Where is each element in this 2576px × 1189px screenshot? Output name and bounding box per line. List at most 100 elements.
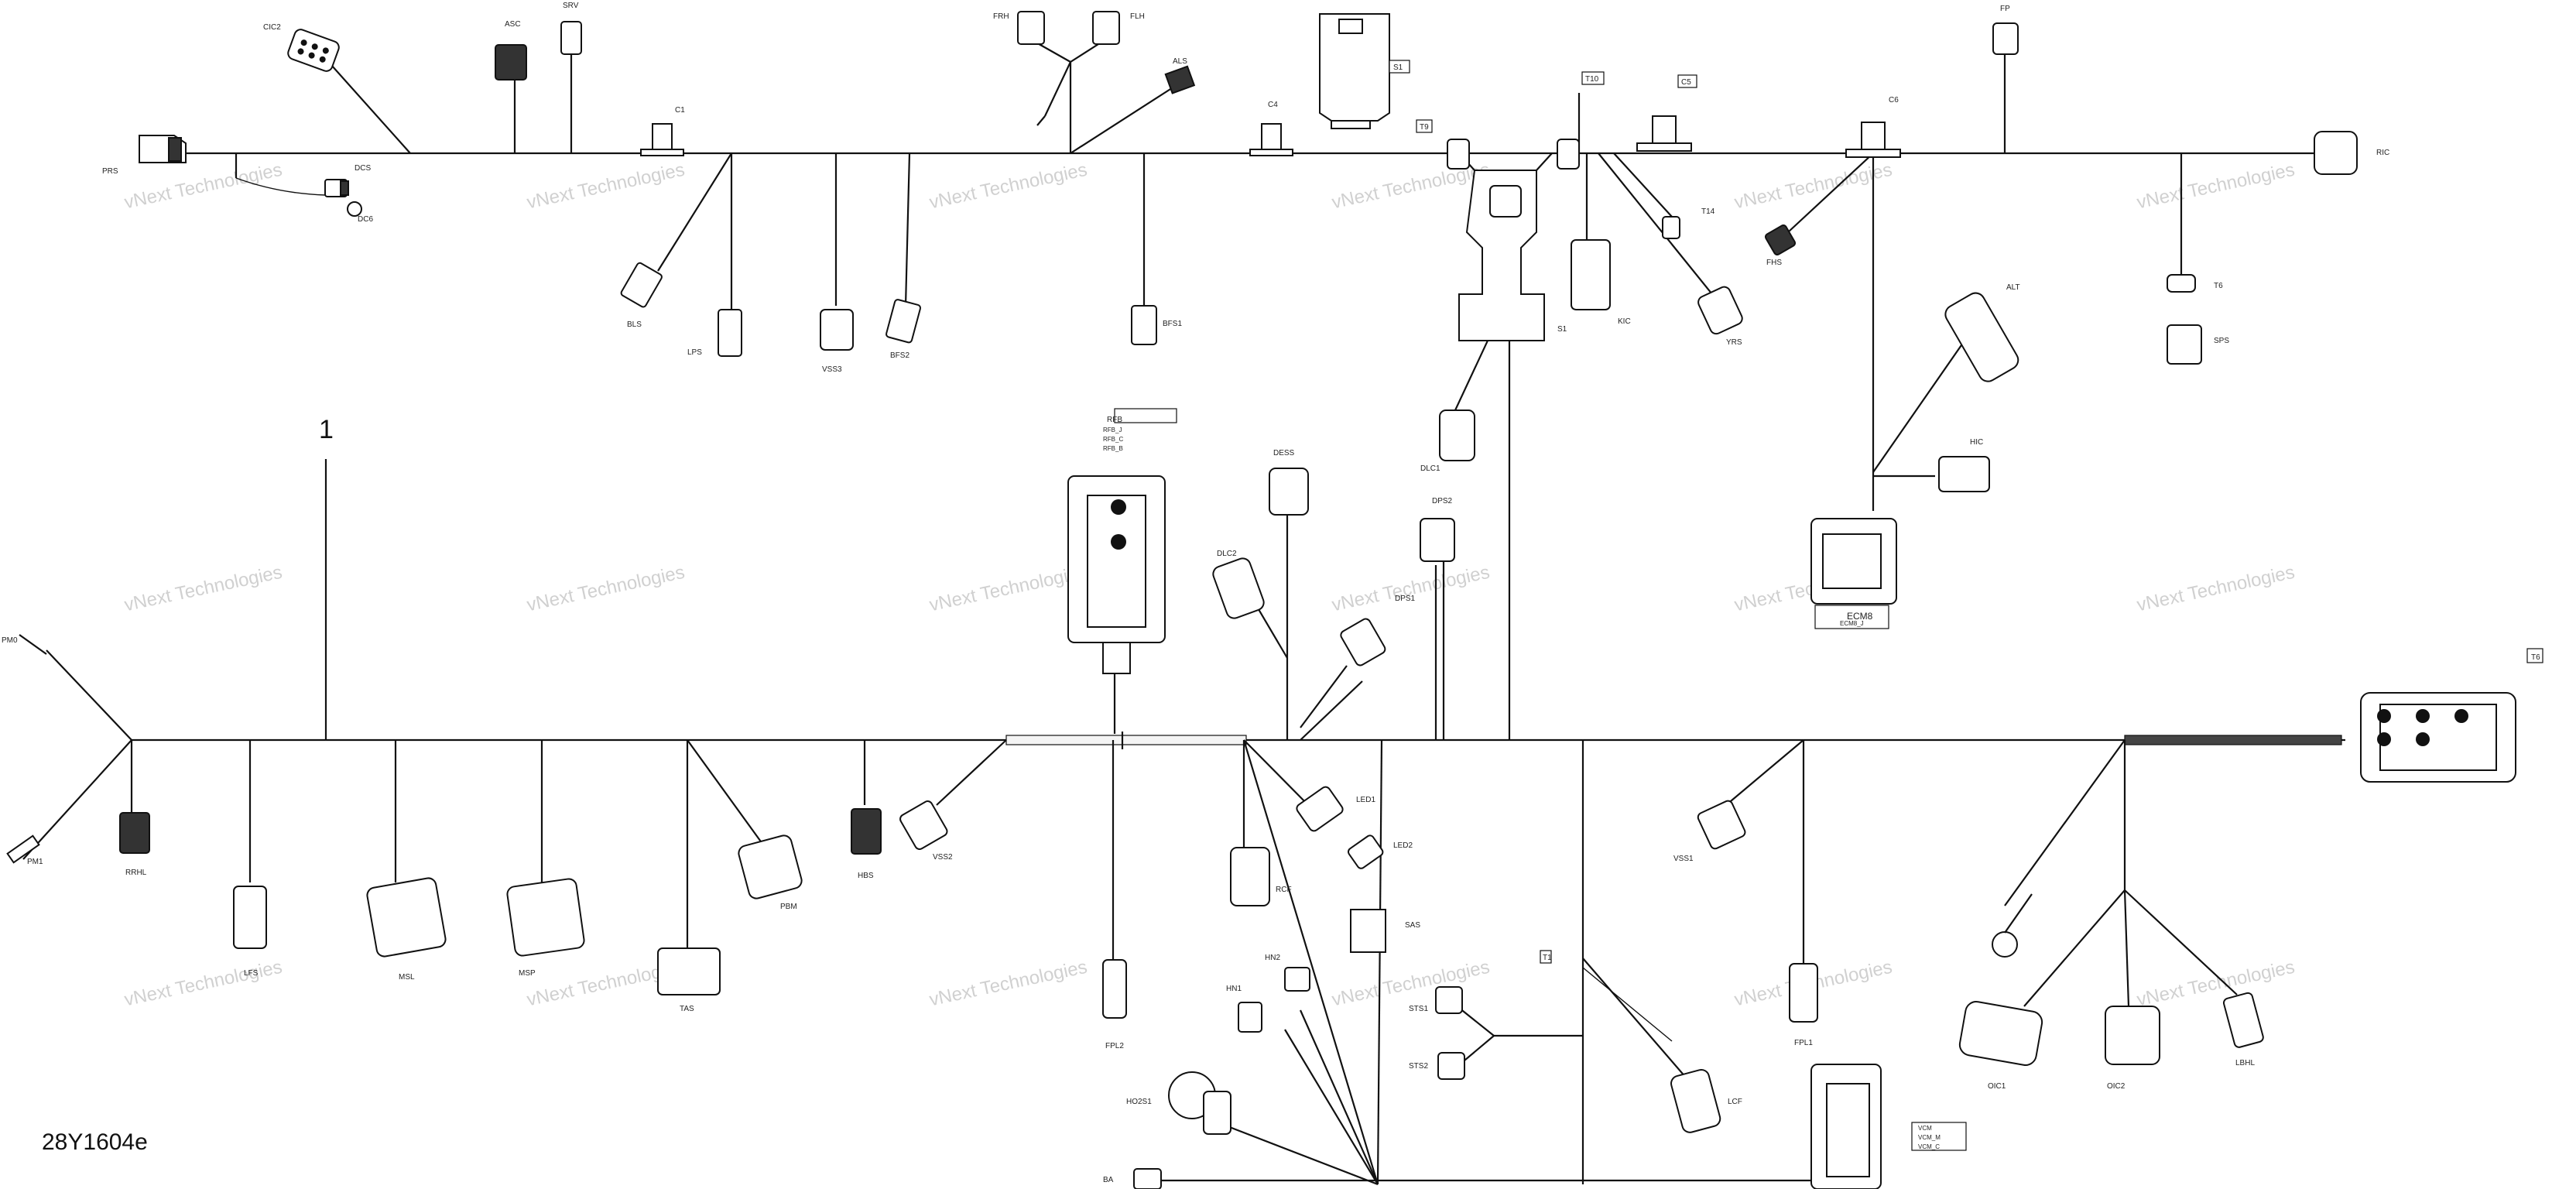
connector-HN2[interactable]	[1284, 967, 1310, 992]
probe-PM1[interactable]	[6, 834, 40, 864]
connector-T6[interactable]	[2167, 274, 2196, 293]
connector-LED1[interactable]	[1295, 785, 1345, 832]
label-DPS1: DPS1	[1395, 594, 1416, 603]
connector-KIC[interactable]	[1571, 239, 1611, 310]
connector-LBHL[interactable]	[2222, 992, 2265, 1049]
connector-OIC2[interactable]	[2105, 1006, 2160, 1065]
label-RFB-J: RFB_J	[1103, 427, 1122, 433]
connector-VSS1[interactable]	[1697, 800, 1747, 851]
connector-HBS[interactable]	[851, 808, 882, 855]
component-ECM8[interactable]	[1810, 518, 1897, 605]
connector-STS2[interactable]	[1437, 1052, 1465, 1080]
label-box	[1540, 950, 1552, 964]
connector-BFS2[interactable]	[886, 299, 922, 344]
connector-DPS2[interactable]	[1420, 518, 1455, 562]
connector-TAS[interactable]	[657, 947, 721, 995]
connector-FLH[interactable]	[1092, 11, 1120, 45]
connector-HN1[interactable]	[1238, 1002, 1262, 1033]
connector-STS1[interactable]	[1435, 986, 1463, 1014]
connector-DPS1[interactable]	[1339, 617, 1386, 666]
connector-T10[interactable]	[1557, 139, 1580, 170]
connector-HIC[interactable]	[1938, 456, 1990, 492]
watermark: vNext Technologies	[2135, 957, 2297, 1011]
watermark: vNext Technologies	[1330, 562, 1492, 616]
label-FRH: FRH	[993, 12, 1009, 21]
probe-PM0[interactable]	[19, 634, 47, 655]
splice-C1[interactable]	[640, 123, 684, 156]
connector-CIC2[interactable]	[286, 28, 341, 73]
harness-trunks	[132, 152, 2345, 749]
connector-LED2[interactable]	[1347, 834, 1384, 869]
label-ECM8-J: ECM8_J	[1840, 620, 1864, 627]
label-C1: C1	[675, 106, 685, 115]
connector-FP[interactable]	[1992, 22, 2019, 55]
connector-DC6[interactable]	[347, 201, 362, 217]
connector-RRHL[interactable]	[119, 812, 150, 854]
connector-T9[interactable]	[1447, 139, 1470, 170]
connector-LFS[interactable]	[233, 886, 267, 949]
connector-SAS[interactable]	[1350, 909, 1386, 953]
connector-PRS[interactable]	[139, 135, 187, 163]
watermark: vNext Technologies	[927, 562, 1089, 616]
connector-RIC[interactable]	[2314, 131, 2358, 175]
connector-LPS[interactable]	[718, 309, 742, 357]
label-box	[1814, 605, 1889, 629]
component-S1-bracket[interactable]	[1458, 170, 1545, 341]
label-PM1: PM1	[27, 858, 43, 866]
splice-C6[interactable]	[1845, 122, 1901, 158]
connector-ALT[interactable]	[1942, 290, 2022, 385]
label-HN2: HN2	[1265, 954, 1280, 962]
connector-BFS1[interactable]	[1131, 305, 1157, 345]
label-S1: S1	[1557, 325, 1567, 334]
label-FPL2: FPL2	[1105, 1042, 1124, 1050]
connector-BA[interactable]	[1133, 1168, 1162, 1189]
connector-FRH[interactable]	[1017, 11, 1045, 45]
connector-DESS[interactable]	[1269, 468, 1309, 516]
component-VCM[interactable]	[1810, 1064, 1882, 1189]
connector-MSL[interactable]	[366, 877, 447, 958]
watermark: vNext Technologies	[927, 957, 1089, 1011]
watermark: vNext Technologies	[927, 159, 1089, 214]
connector-FPL2[interactable]	[1102, 959, 1127, 1019]
label-RFB: RFB	[1107, 416, 1122, 424]
component-RFB[interactable]	[1067, 475, 1166, 674]
connector-ALS[interactable]	[1164, 65, 1196, 94]
ring-terminal[interactable]	[1992, 893, 2033, 958]
label-ALT: ALT	[2006, 283, 2020, 292]
connector-DLC2[interactable]	[1211, 557, 1266, 621]
connector-VSS3[interactable]	[820, 309, 854, 351]
connector-FPL1[interactable]	[1789, 963, 1818, 1023]
label-HO2S1: HO2S1	[1126, 1098, 1152, 1106]
label-T9: T9	[1420, 123, 1429, 132]
connector-labels: PRS CIC2 ASC SRV C1 DCS DC6 BLS LPS VSS3…	[2, 2, 2540, 1184]
connector-YRS[interactable]	[1696, 285, 1744, 336]
connector-T14[interactable]	[1662, 216, 1680, 239]
component-T6-block[interactable]	[2360, 692, 2516, 783]
connector-OIC1[interactable]	[1958, 1000, 2044, 1067]
connector-ASC[interactable]	[495, 44, 527, 81]
label-box	[1114, 408, 1177, 423]
connector-RCF[interactable]	[1230, 847, 1270, 906]
splice-C4[interactable]	[1249, 123, 1293, 156]
label-box	[2526, 648, 2543, 663]
connector-DCS[interactable]	[324, 179, 349, 197]
label-VCM-M: VCM_M	[1918, 1134, 1941, 1141]
connector-HO2S1[interactable]	[1168, 1071, 1231, 1135]
connector-FHS[interactable]	[1764, 224, 1797, 256]
label-PBM: PBM	[780, 903, 797, 911]
connector-PBM[interactable]	[737, 834, 803, 900]
label-box	[1416, 119, 1433, 133]
connector-DLC1[interactable]	[1439, 409, 1475, 461]
connector-LCF[interactable]	[1670, 1068, 1722, 1134]
connector-VSS2[interactable]	[899, 800, 949, 851]
connector-MSP[interactable]	[506, 878, 585, 957]
label-box	[1677, 74, 1697, 88]
connector-BLS[interactable]	[620, 262, 663, 308]
connector-SRV[interactable]	[560, 21, 582, 55]
label-HIC: HIC	[1970, 438, 1983, 447]
label-SAS: SAS	[1405, 921, 1420, 930]
connector-SPS[interactable]	[2167, 324, 2202, 365]
label-LED1: LED1	[1356, 796, 1375, 804]
splice-C5[interactable]	[1636, 115, 1692, 152]
component-S1-top[interactable]	[1319, 13, 1390, 129]
